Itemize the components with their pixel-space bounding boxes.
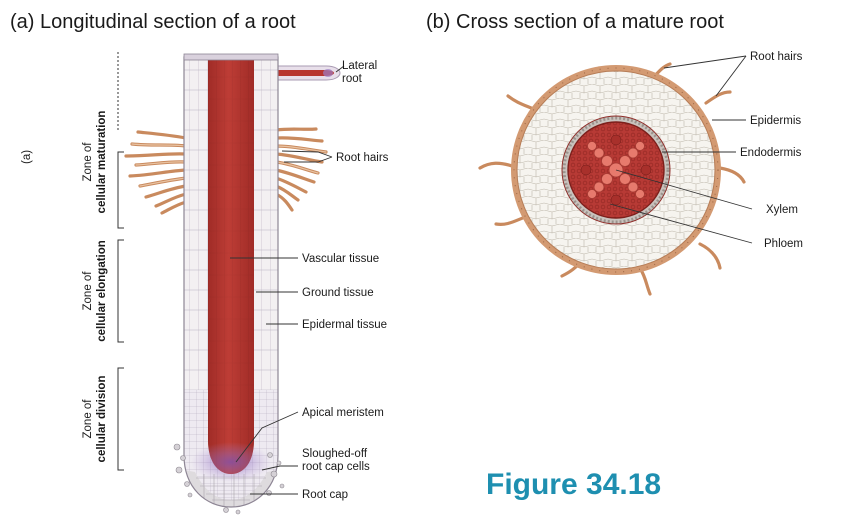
zone-maturation-line1: Zone of (82, 142, 94, 182)
panel-b-leaders (609, 55, 753, 244)
zone-elongation-label: Zone of cellular elongation (82, 240, 108, 342)
label-root-hairs-a: Root hairs (336, 152, 389, 164)
label-vascular-tissue: Vascular tissue (302, 253, 379, 265)
label-sloughed-line2: root cap cells (302, 461, 370, 473)
panel-a-title: (a) Longitudinal section of a root (10, 11, 296, 33)
label-sloughed-line1: Sloughed-off (302, 448, 368, 460)
zone-division-label: Zone of cellular division (82, 376, 108, 463)
zone-division-line1: Zone of (82, 399, 94, 439)
zone-elongation-line1: Zone of (82, 271, 94, 311)
label-lateral-root-line2: root (342, 73, 363, 85)
zone-elongation-line2: cellular elongation (96, 240, 108, 342)
panel-b-title: (b) Cross section of a mature root (426, 11, 724, 33)
zone-brackets (117, 52, 124, 471)
root-hairs-right (274, 127, 328, 212)
label-apical-meristem: Apical meristem (302, 407, 384, 419)
label-epidermis: Epidermis (750, 115, 801, 127)
zone-maturation-line2: cellular maturation (96, 111, 108, 214)
zone-division-line2: cellular division (96, 376, 108, 463)
panel-a-marker: (a) (21, 150, 33, 164)
label-root-cap: Root cap (302, 489, 348, 501)
zone-maturation-label: Zone of cellular maturation (82, 111, 108, 214)
root-hairs-left (124, 130, 188, 215)
cross-section (478, 62, 746, 296)
label-lateral-root-line1: Lateral (342, 60, 377, 72)
label-phloem: Phloem (764, 238, 803, 250)
label-ground-tissue: Ground tissue (302, 287, 374, 299)
label-xylem: Xylem (766, 204, 798, 216)
xylem (587, 141, 645, 199)
label-epidermal-tissue: Epidermal tissue (302, 319, 387, 331)
panel-a-leaders (230, 65, 345, 495)
label-endodermis: Endodermis (740, 147, 802, 159)
label-root-hairs-b: Root hairs (750, 51, 803, 63)
figure-label: Figure 34.18 (486, 468, 661, 501)
longitudinal-root (124, 53, 341, 515)
phloem (580, 134, 652, 206)
